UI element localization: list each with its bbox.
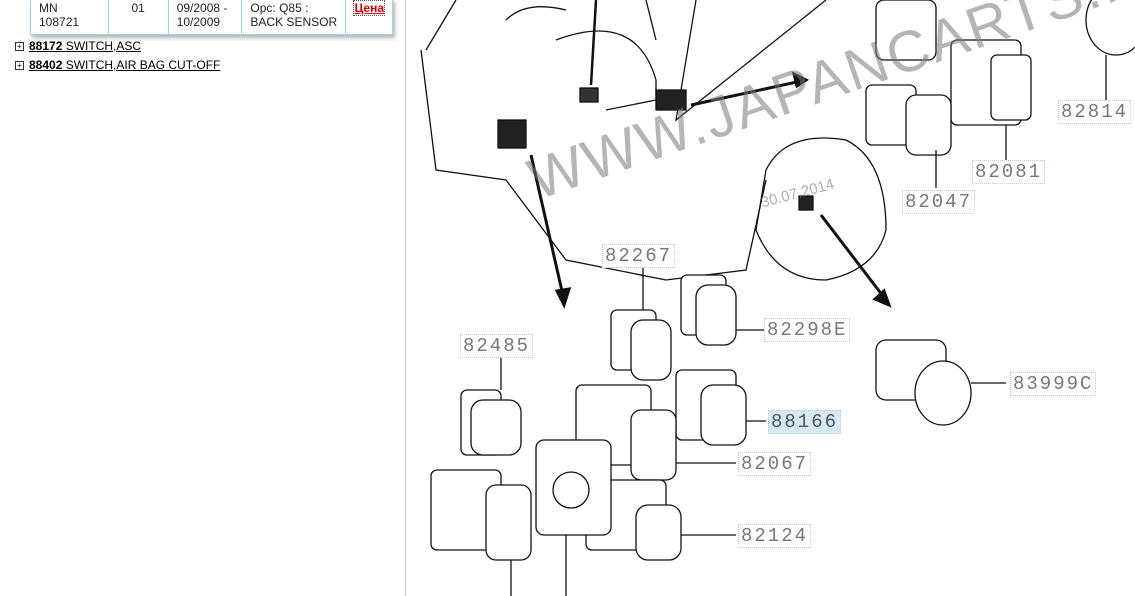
part-label[interactable]: 82814 — [1058, 100, 1132, 124]
part-label[interactable]: 82067 — [738, 452, 812, 476]
part-label[interactable]: 82485 — [460, 334, 534, 358]
expand-icon[interactable]: + — [15, 41, 24, 51]
part-note: Opc: Q85 : BACK SENSOR — [242, 0, 347, 34]
part-label[interactable]: 82081 — [972, 160, 1046, 184]
tree-item[interactable]: + 88172 SWITCH,ASC — [15, 39, 141, 53]
part-label[interactable]: 83999C — [1010, 372, 1097, 396]
part-label-highlighted[interactable]: 88166 — [768, 410, 842, 434]
part-label[interactable]: 82298E — [764, 318, 851, 342]
part-label[interactable]: 82267 — [602, 244, 676, 268]
tree-item-link[interactable]: 88402 SWITCH,AIR BAG CUT-OFF — [29, 58, 221, 72]
part-label[interactable]: 82124 — [738, 524, 812, 548]
parts-diagram — [420, 0, 1135, 596]
part-label[interactable]: 82047 — [902, 190, 976, 214]
tree-item[interactable]: + 88402 SWITCH,AIR BAG CUT-OFF — [15, 58, 220, 72]
quantity: 01 — [109, 0, 169, 34]
part-number: MN 108721 — [31, 0, 109, 34]
tree-item-link[interactable]: 88172 SWITCH,ASC — [29, 39, 142, 53]
parts-list-panel: MN 108721 01 09/2008 - 10/2009 Opc: Q85 … — [0, 0, 406, 596]
parts-table-row: MN 108721 01 09/2008 - 10/2009 Opc: Q85 … — [30, 0, 393, 35]
price-link[interactable]: Цена — [353, 0, 385, 16]
expand-icon[interactable]: + — [15, 60, 24, 70]
date-range: 09/2008 - 10/2009 — [169, 0, 243, 34]
